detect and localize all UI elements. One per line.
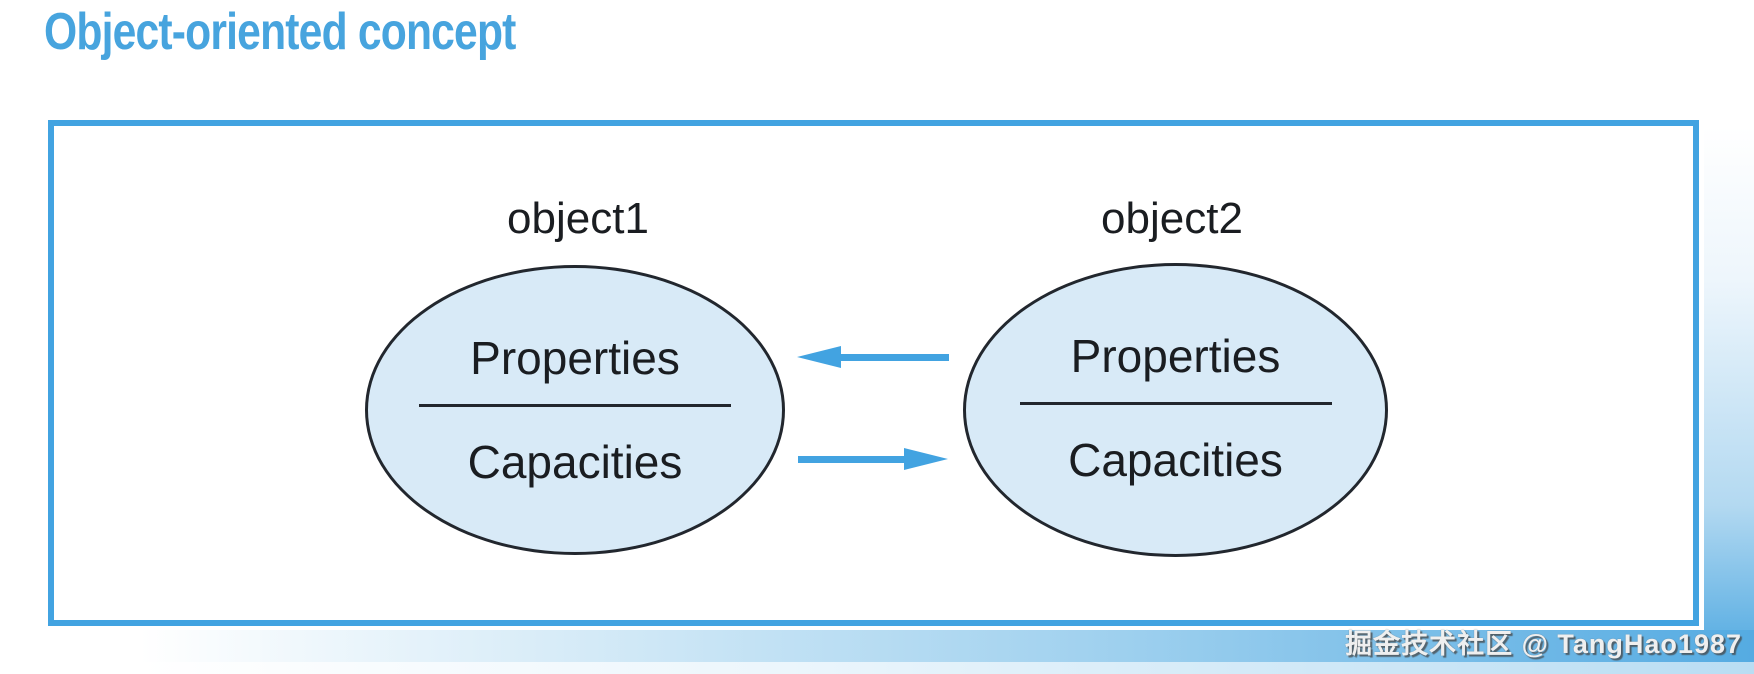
object2-ellipse: Properties Capacities <box>963 263 1388 557</box>
object1-capacities-label: Capacities <box>467 436 683 488</box>
object1-ellipse: Properties Capacities <box>365 265 785 555</box>
left-arrow-icon <box>797 346 949 368</box>
object1-title: object1 <box>507 194 649 243</box>
object2-divider <box>1019 402 1332 405</box>
page-title: Object-oriented concept <box>44 3 516 61</box>
object1-properties-label: Properties <box>470 332 680 384</box>
right-arrow-icon <box>798 448 948 470</box>
object2-capacities-label: Capacities <box>1068 434 1283 486</box>
object1-divider <box>419 404 731 407</box>
object2-properties-label: Properties <box>1070 330 1281 382</box>
object2-title: object2 <box>1101 194 1243 243</box>
frame-shadow-bottom-fade <box>140 662 1754 674</box>
diagram-frame <box>48 120 1699 626</box>
frame-shadow-bottom <box>140 630 1754 662</box>
frame-shadow-right <box>1704 126 1754 632</box>
watermark: 掘金技术社区 @ TangHao1987 <box>1345 629 1742 659</box>
